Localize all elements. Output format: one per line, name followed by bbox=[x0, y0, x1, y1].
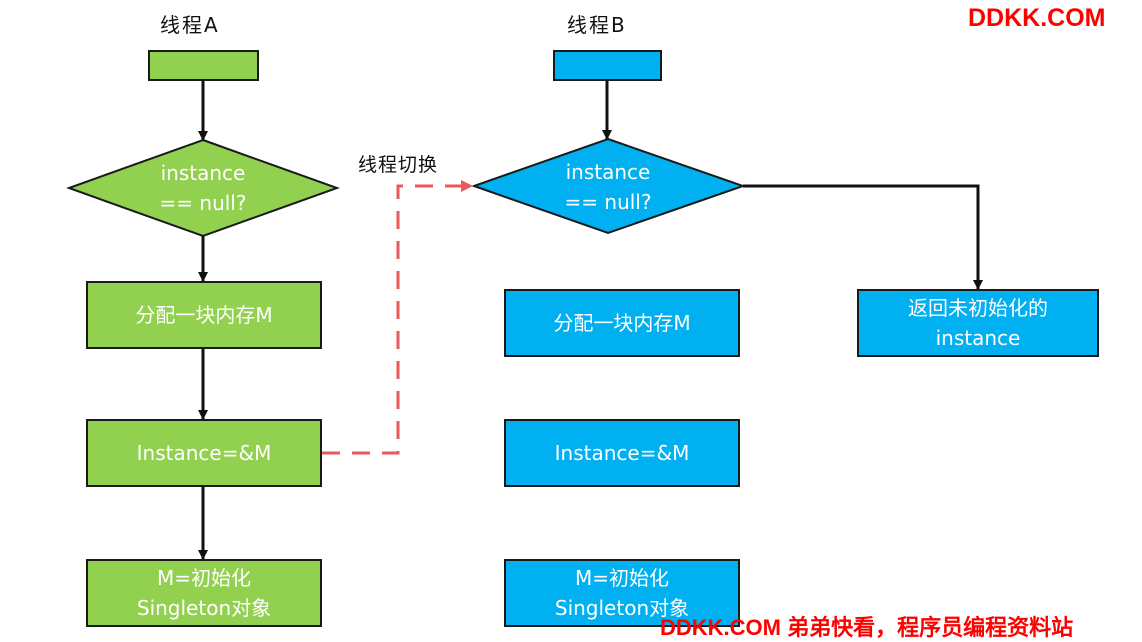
thread-a-assign-label: Instance=&M bbox=[136, 441, 272, 465]
thread-b-assign-box: Instance=&M bbox=[504, 419, 740, 487]
arrow-b-decision-to-return bbox=[743, 184, 983, 290]
thread-b-init-box: M=初始化 Singleton对象 bbox=[504, 559, 740, 627]
thread-a-allocate-box: 分配一块内存M bbox=[86, 281, 322, 349]
thread-a-allocate-label: 分配一块内存M bbox=[135, 303, 273, 327]
thread-b-allocate-box: 分配一块内存M bbox=[504, 289, 740, 357]
thread-b-return-box: 返回未初始化的 instance bbox=[857, 289, 1099, 357]
thread-switch-arrow bbox=[322, 180, 473, 455]
thread-b-title: 线程B bbox=[567, 13, 627, 37]
thread-b-decision-text: instance == null? bbox=[564, 160, 652, 214]
thread-b-return-label: 返回未初始化的 instance bbox=[908, 296, 1048, 350]
thread-a-assign-box: Instance=&M bbox=[86, 419, 322, 487]
thread-b-allocate-label: 分配一块内存M bbox=[553, 311, 691, 335]
thread-b-assign-label: Instance=&M bbox=[554, 441, 690, 465]
thread-switch-label: 线程切换 bbox=[358, 154, 439, 176]
thread-a-decision-text: instance == null? bbox=[159, 161, 247, 215]
thread-a-title: 线程A bbox=[160, 13, 220, 37]
watermark-top: DDKK.COM bbox=[968, 4, 1106, 32]
thread-a-init-box: M=初始化 Singleton对象 bbox=[86, 559, 322, 627]
thread-b-start-bar bbox=[553, 50, 662, 81]
thread-b-decision-diamond bbox=[470, 137, 747, 235]
thread-a-init-label: M=初始化 Singleton对象 bbox=[136, 566, 272, 620]
thread-b-init-label: M=初始化 Singleton对象 bbox=[554, 566, 690, 620]
thread-a-start-bar bbox=[148, 50, 259, 81]
watermark-bottom: DDKK.COM 弟弟快看，程序员编程资料站 bbox=[660, 615, 1074, 640]
